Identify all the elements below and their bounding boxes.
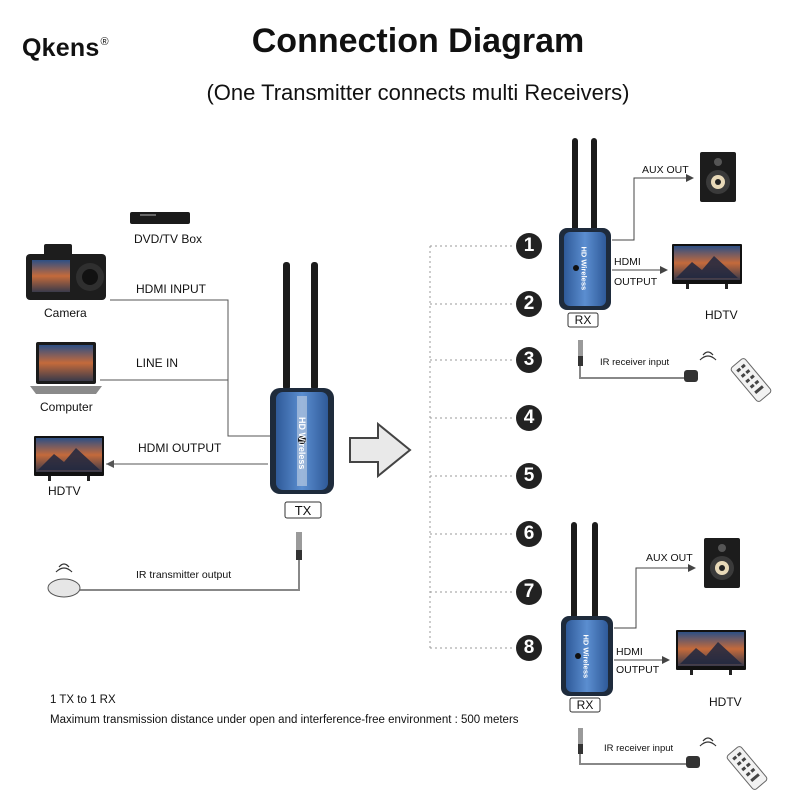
rx1-hdtv-label: HDTV [705, 308, 738, 322]
rx1-hdmi-label: HDMI [614, 256, 641, 268]
transmitter-device-icon [270, 388, 334, 494]
brand-logo: Qkens® [22, 34, 109, 63]
camera-icon [26, 244, 106, 300]
rx1-output-label: OUTPUT [614, 276, 658, 288]
arrow-icon [106, 460, 114, 468]
rx1-label-box [567, 312, 599, 328]
receiver-2-device-icon [561, 616, 613, 696]
receiver-number-2: 2 [516, 291, 542, 317]
computer-label: Computer [40, 400, 93, 414]
ir-transmitter-label: IR transmitter output [136, 569, 232, 581]
rx2-antenna-icon [571, 522, 598, 622]
hdtv-icon [34, 436, 104, 481]
receiver-1-device-icon [559, 228, 611, 310]
ir-receiver-cable [578, 340, 717, 382]
rx1-label: RX [574, 313, 592, 327]
ir-transmitter-cable [47, 532, 302, 598]
rx2-device-text: HD Wireless [581, 634, 591, 679]
source-connection-lines [100, 299, 272, 465]
rx2-hdtv-label: HDTV [709, 695, 742, 709]
laptop-icon [30, 342, 102, 394]
hdtv-icon [676, 630, 746, 675]
rx2-hdmi-label: HDMI [616, 646, 643, 658]
receiver-number-6: 6 [516, 521, 542, 547]
rx1-device-text: HD Wireless [579, 246, 589, 291]
hdtv-icon [672, 244, 742, 289]
page-subtitle: (One Transmitter connects multi Receiver… [206, 80, 630, 105]
rx2-output-lines [614, 567, 692, 661]
page-title: Connection Diagram [251, 22, 585, 60]
arrow-icon [686, 174, 694, 182]
remote-control-icon [729, 356, 773, 404]
rx2-label: RX [576, 698, 594, 712]
tx-label: TX [294, 503, 312, 518]
tx-antenna-icon [283, 262, 318, 390]
hdmi-input-label: HDMI INPUT [136, 282, 206, 296]
line-in-label: LINE IN [136, 356, 179, 370]
camera-label: Camera [44, 306, 87, 320]
receiver-number-8: 8 [516, 635, 542, 661]
remote-control-icon [725, 744, 769, 792]
note-distance: Maximum transmission distance under open… [50, 714, 519, 726]
tx-device-text: HD Wireless [297, 417, 307, 470]
rx2-ir-receiver-label: IR receiver input [604, 743, 674, 754]
receiver-number-4: 4 [516, 405, 542, 431]
dvd-label: DVD/TV Box [134, 232, 203, 246]
speaker-icon [700, 152, 736, 202]
receiver-number-1: 1 [516, 233, 542, 259]
arrow-icon [662, 656, 670, 664]
rx2-output-label: OUTPUT [616, 664, 660, 676]
big-arrow-icon [349, 421, 412, 479]
registered-mark: ® [100, 36, 109, 48]
arrow-icon [688, 564, 696, 572]
rx1-output-lines [612, 177, 690, 271]
dvd-box-icon [130, 212, 190, 224]
rx2-aux-out-label: AUX OUT [646, 552, 693, 564]
speaker-icon [704, 538, 740, 588]
receiver-number-7: 7 [516, 579, 542, 605]
note-tx-rx: 1 TX to 1 RX [50, 694, 116, 706]
hdmi-output-label: HDMI OUTPUT [138, 441, 222, 455]
receiver-branch-lines [429, 245, 514, 649]
arrow-icon [660, 266, 668, 274]
ir-receiver-cable [578, 728, 717, 768]
receiver-number-3: 3 [516, 347, 542, 373]
receiver-number-5: 5 [516, 463, 542, 489]
rx1-antenna-icon [572, 138, 597, 234]
rx1-aux-out-label: AUX OUT [642, 164, 689, 176]
left-hdtv-label: HDTV [48, 484, 81, 498]
rx1-ir-receiver-label: IR receiver input [600, 357, 670, 368]
tx-label-box [284, 501, 322, 519]
brand-name: Qkens [22, 34, 100, 62]
rx2-label-box [569, 697, 601, 713]
